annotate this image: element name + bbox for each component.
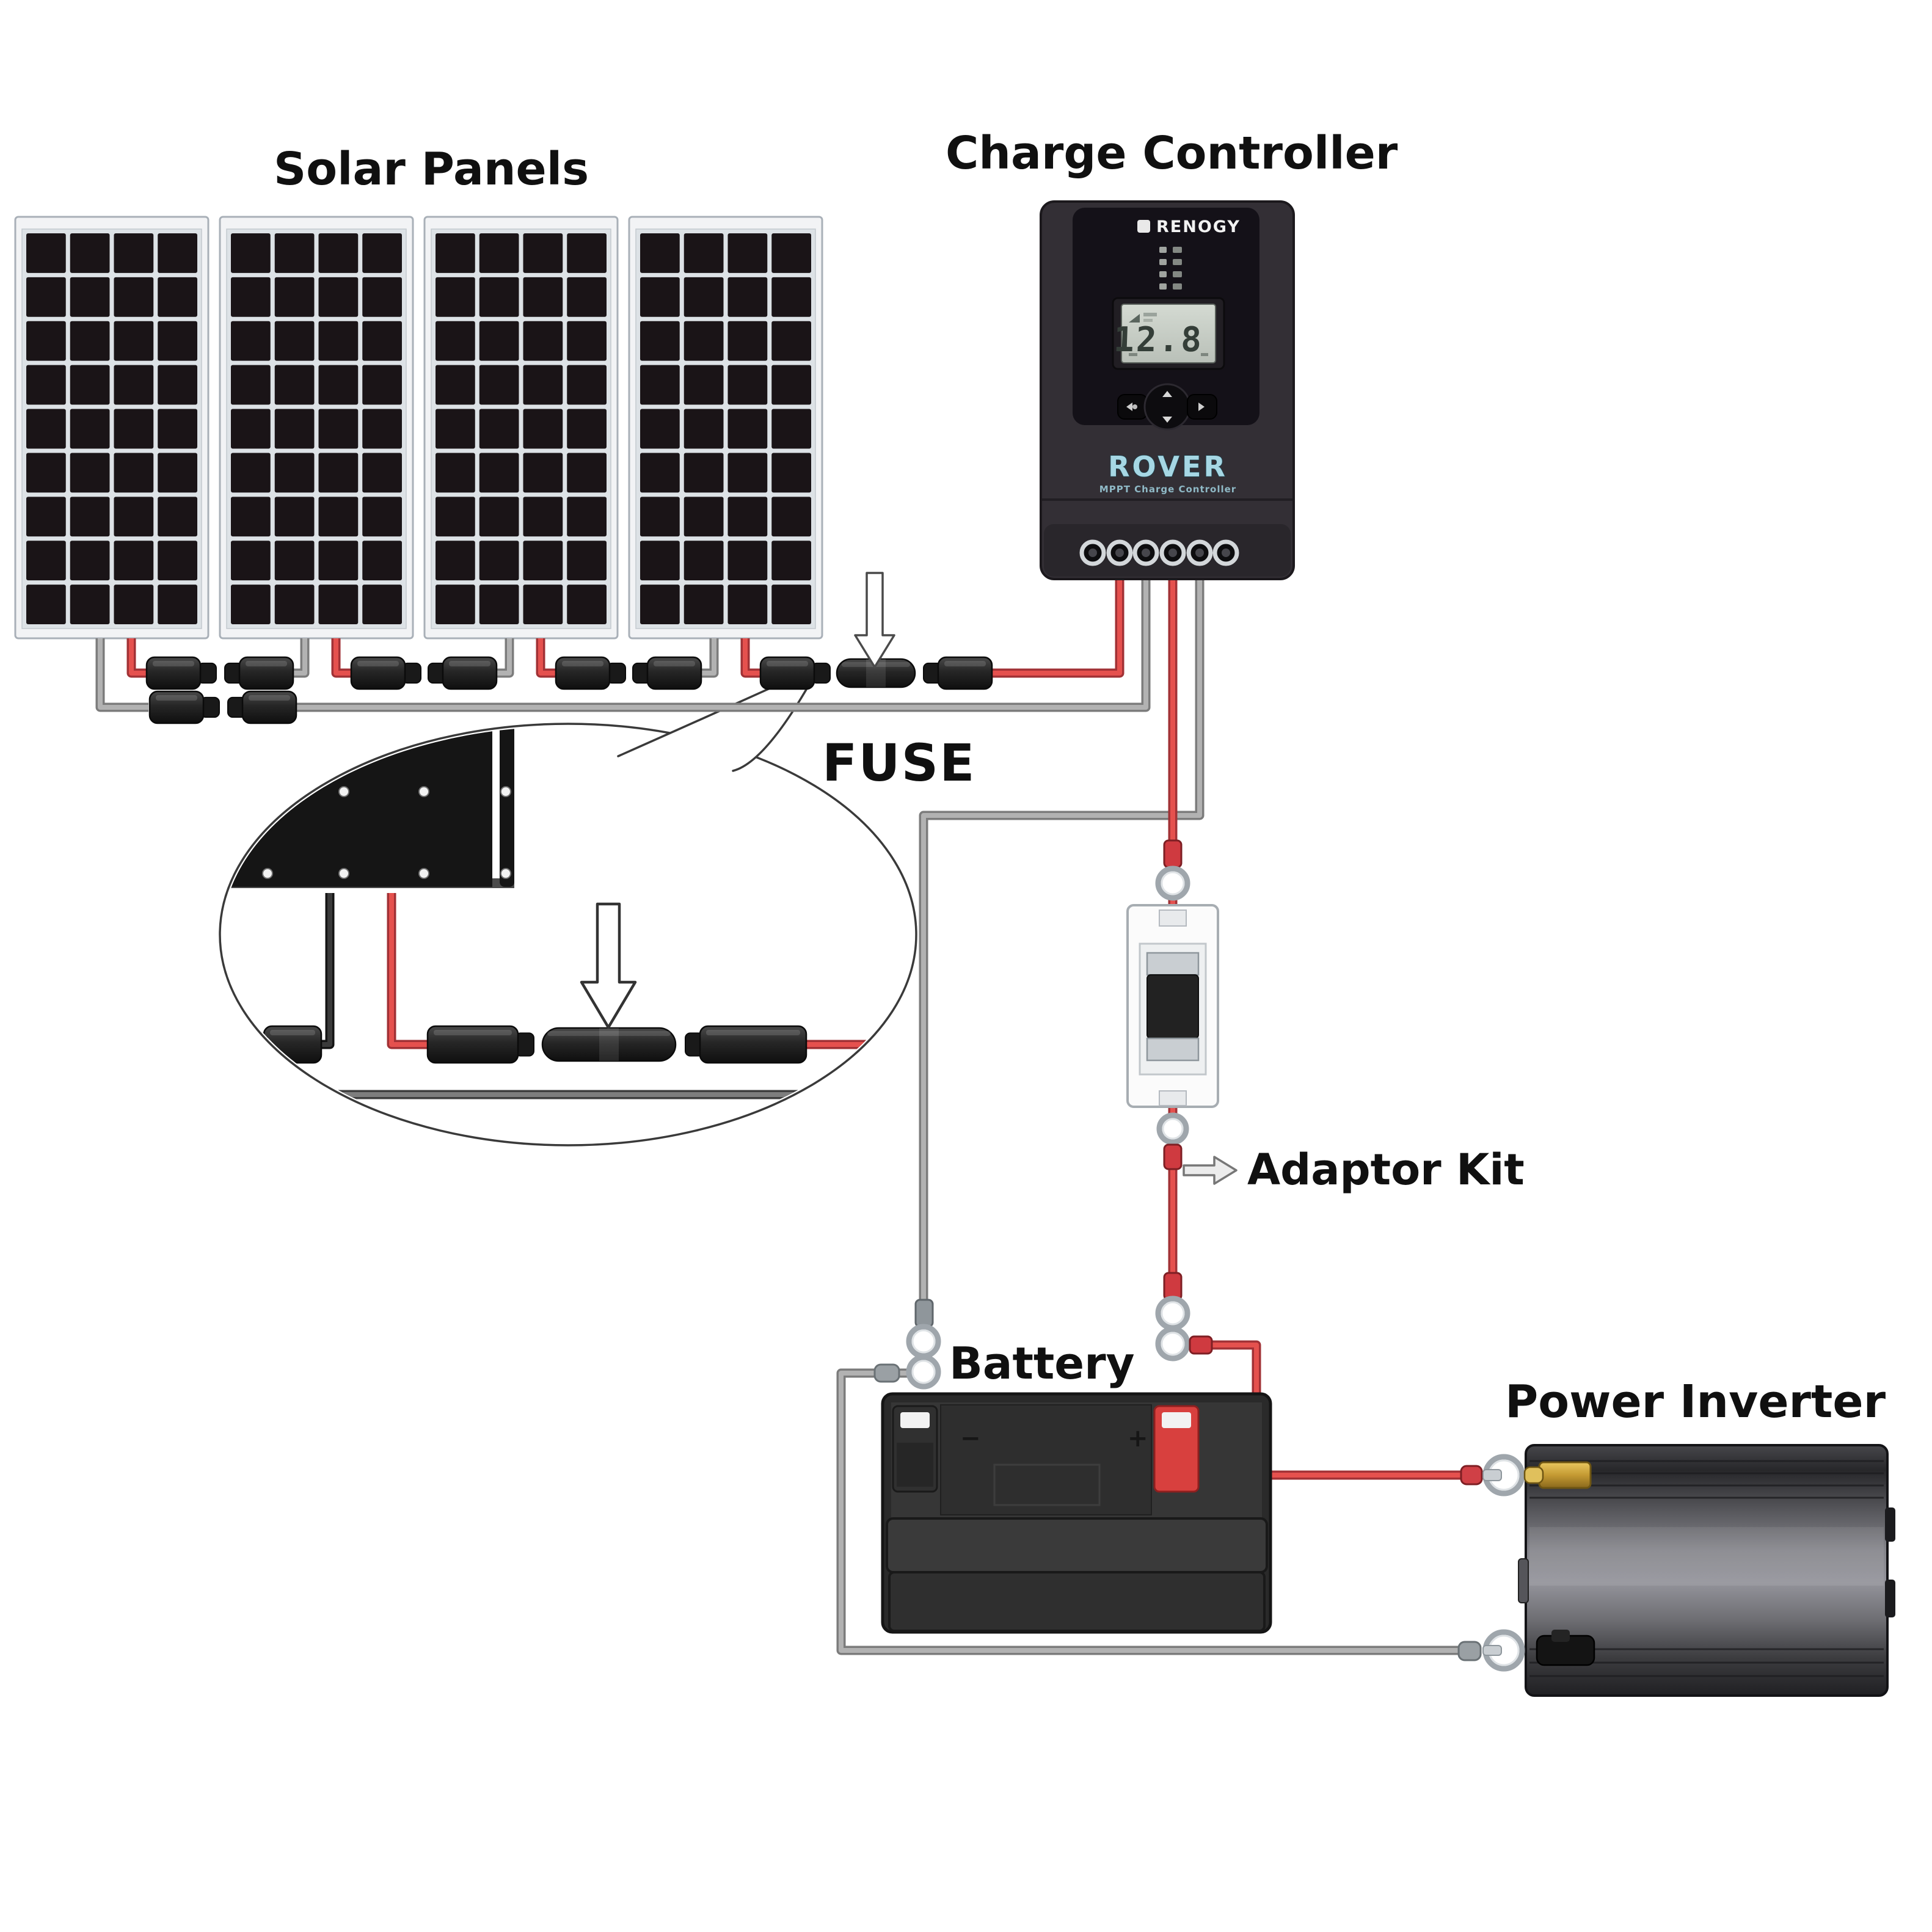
battery-negative-wire [919, 574, 1205, 1305]
charge-controller-label: Charge Controller [946, 127, 1398, 180]
panel1-negative-wire [95, 638, 148, 712]
fuse-label: FUSE [822, 733, 976, 793]
terminal-port [1159, 539, 1186, 566]
mc4-connector [685, 1025, 807, 1064]
brand-logo-text: RENOGY [1156, 217, 1241, 236]
panel3-negative-wire [497, 638, 514, 678]
battery-device: − + [873, 1272, 1272, 1634]
terminal-port [1186, 539, 1213, 566]
renogy-logo-icon [1137, 220, 1150, 233]
solar-panel [423, 216, 619, 640]
panel1-positive-wire [126, 638, 148, 678]
solar-panel-array [14, 216, 823, 640]
battery-positive-mark: + [1128, 1424, 1148, 1453]
fuse-pointer-arrow-icon [854, 572, 895, 668]
red-ferrule [1163, 1143, 1183, 1170]
power-inverter-device [1457, 1444, 1895, 1697]
model-name-text: ROVER [1108, 450, 1228, 483]
panel3-positive-wire [536, 638, 557, 678]
controller-buttons [1117, 383, 1217, 431]
adaptor-kit-label: Adaptor Kit [1247, 1145, 1525, 1195]
fuse-cartridge [1146, 974, 1199, 1039]
pv-negative-bus-wire [296, 574, 1151, 712]
solar-panel [14, 216, 210, 640]
charge-controller-device: RENOGY 12.8 ROVER MPPT Charge Controller [1040, 200, 1295, 580]
terminal-port [1212, 539, 1239, 566]
status-led-indicators [1159, 247, 1182, 290]
ring-terminal [906, 1324, 941, 1359]
terminal-port [1132, 539, 1159, 566]
mc4-connector [632, 656, 702, 690]
terminal-port [1079, 539, 1106, 566]
battery-label: Battery [949, 1338, 1135, 1389]
bubble-panel-negative-wire [321, 893, 335, 1049]
lcd-panel-icon [1129, 314, 1140, 323]
mc4-connector [555, 656, 626, 690]
solar-panel [219, 216, 414, 640]
mc4-connector [428, 656, 498, 690]
lcd-value: 12.8 [1113, 320, 1204, 360]
mc4-connector [350, 656, 421, 690]
fuse-callout-bubble [219, 665, 917, 1146]
model-tagline-text: MPPT Charge Controller [1099, 484, 1236, 495]
solar-panels-label: Solar Panels [274, 143, 589, 195]
mc4-connector [426, 1025, 534, 1064]
inline-fuse-link-connector [541, 1027, 677, 1062]
mc4-connector [759, 656, 831, 690]
power-inverter-label: Power Inverter [1505, 1376, 1886, 1428]
mc4-connector [227, 690, 297, 724]
panel2-negative-wire [293, 638, 310, 678]
inverter-positive-terminal [1538, 1461, 1592, 1489]
bubble-panel-positive-wire [387, 893, 429, 1049]
battery-negative-mark: − [960, 1424, 981, 1453]
inline-fuse-assembly [1126, 839, 1219, 1170]
solar-panel [628, 216, 823, 640]
ring-terminal [1155, 866, 1190, 901]
pv-positive-wire [992, 574, 1125, 678]
terminal-port [1106, 539, 1133, 566]
panel4-positive-wire [740, 638, 762, 678]
mc4-connector [145, 656, 217, 690]
mc4-connector [923, 656, 993, 690]
mc4-connector [148, 690, 220, 724]
mc4-connector [224, 656, 294, 690]
lcd-display: 12.8 [1112, 297, 1225, 370]
panel2-positive-wire [331, 638, 352, 678]
panel4-negative-wire [701, 638, 719, 678]
ring-terminal [1156, 1112, 1189, 1145]
ring-terminal [906, 1354, 941, 1390]
red-ferrule [1163, 839, 1183, 869]
controller-terminals [1079, 539, 1239, 566]
ring-terminal [1155, 1326, 1190, 1362]
connectors-layer [145, 656, 993, 724]
adaptor-pointer-arrow-icon [1183, 1156, 1238, 1185]
ring-terminal [1155, 1296, 1190, 1331]
bubble-fuse-arrow-icon [580, 902, 637, 1029]
